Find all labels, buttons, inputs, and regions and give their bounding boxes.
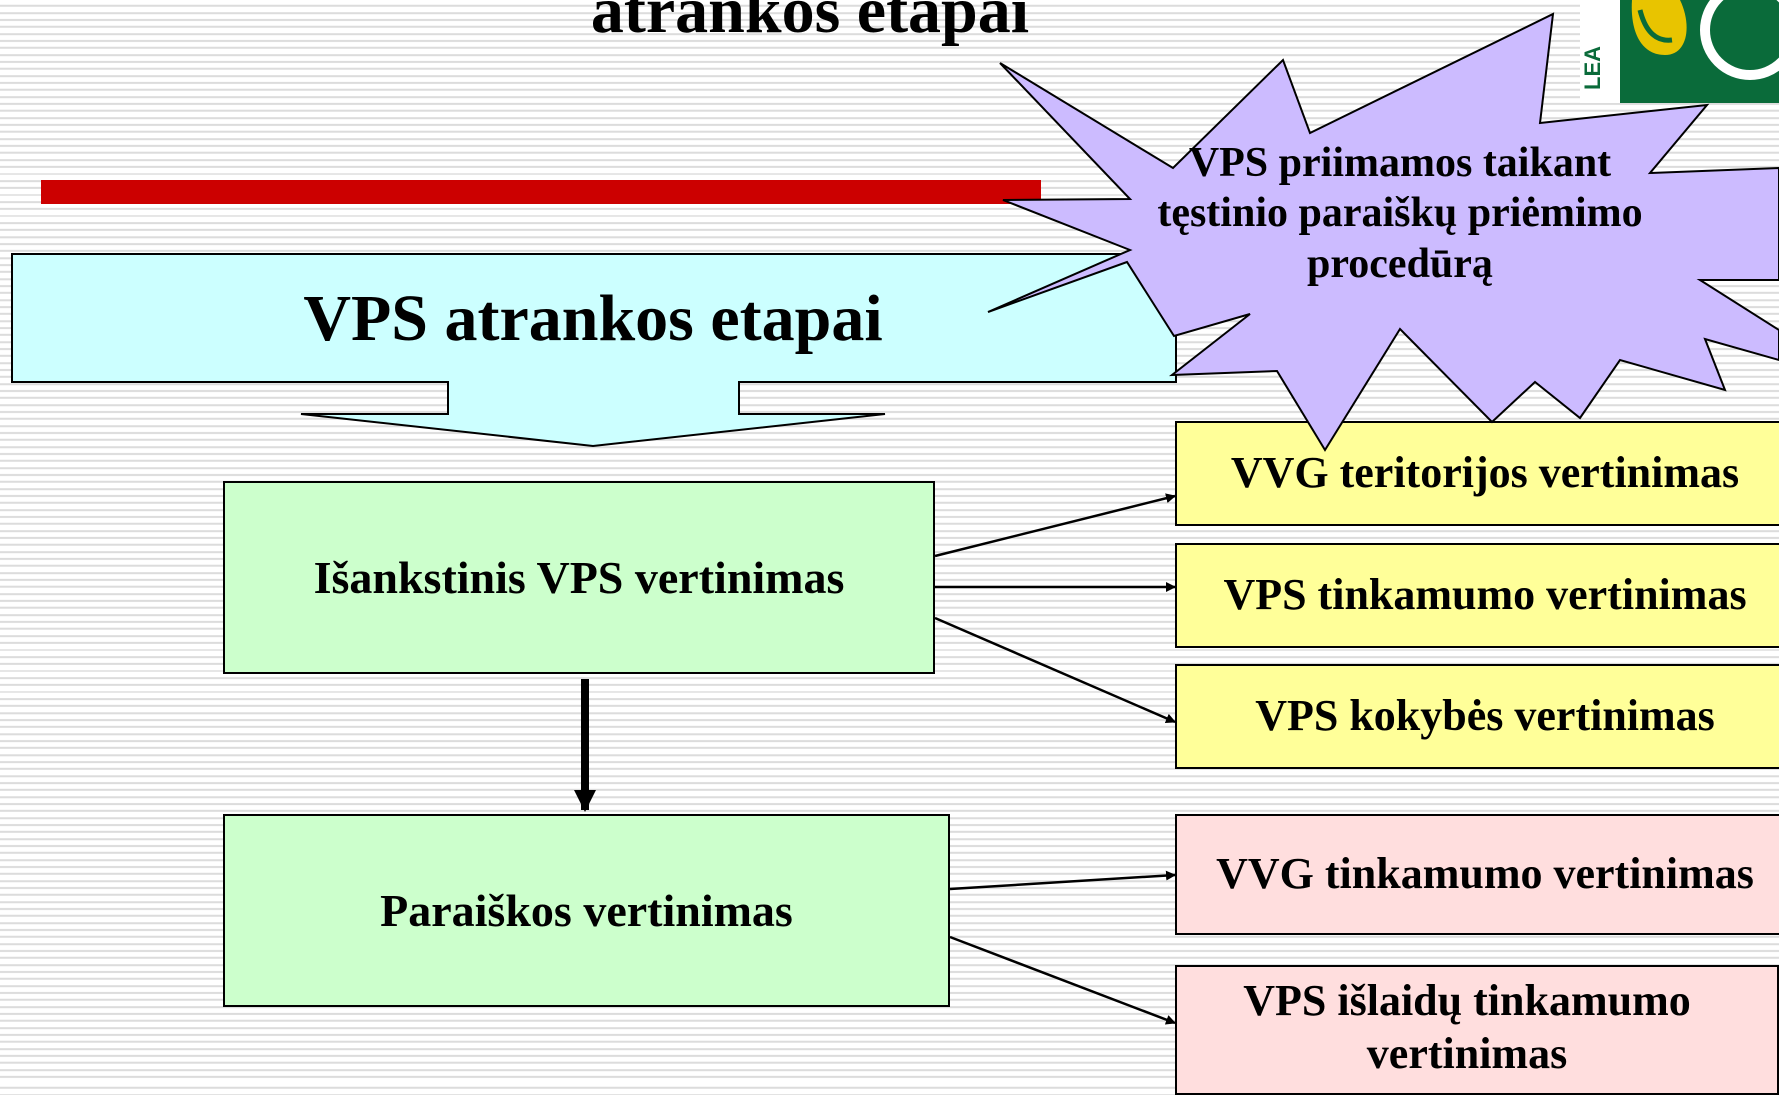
criteria-box-eligibility: VPS tinkamumo vertinimas [1175, 543, 1779, 648]
slide-title: atrankos etapai [590, 0, 1030, 47]
criteria-label: VPS išlaidų tinkamumo vertinimas [1243, 976, 1691, 1078]
starburst-text: VPS priimamos taikant tęstinio paraiškų … [1100, 138, 1700, 289]
criteria-box-quality: VPS kokybės vertinimas [1175, 664, 1779, 769]
criteria-label: VVG tinkamumo vertinimas [1216, 849, 1754, 899]
svg-text:LEA: LEA [1580, 46, 1605, 90]
criteria-box-vvg-eligibility: VVG tinkamumo vertinimas [1175, 814, 1779, 935]
stage-label: Išankstinis VPS vertinimas [313, 551, 845, 603]
red-bar [41, 180, 1041, 204]
criteria-label: VPS tinkamumo vertinimas [1223, 570, 1747, 620]
starburst-line: tęstinio paraiškų priėmimo [1157, 190, 1643, 237]
connector-arrow-1 [934, 493, 1176, 558]
criteria-box-cost-eligibility: VPS išlaidų tinkamumo vertinimas [1175, 965, 1779, 1095]
starburst-line: VPS priimamos taikant [1188, 140, 1612, 186]
starburst-line: procedūrą [1307, 240, 1493, 287]
connector-arrow-3 [934, 616, 1176, 724]
stage-box-application: Paraiškos vertinimas [223, 814, 950, 1007]
leader-logo-icon: LEA [1580, 0, 1779, 103]
connector-arrow-4 [949, 870, 1176, 891]
callout-title: VPS atrankos etapai [303, 282, 883, 355]
criteria-label: VVG teritorijos vertinimas [1230, 448, 1740, 498]
criteria-box-territory: VVG teritorijos vertinimas [1175, 421, 1779, 526]
stage-box-preliminary: Išankstinis VPS vertinimas [223, 481, 935, 674]
connector-arrow-5 [949, 935, 1176, 1025]
criteria-label: VPS kokybės vertinimas [1255, 691, 1715, 741]
callout-shape [11, 253, 1177, 448]
stage-label: Paraiškos vertinimas [380, 884, 793, 936]
